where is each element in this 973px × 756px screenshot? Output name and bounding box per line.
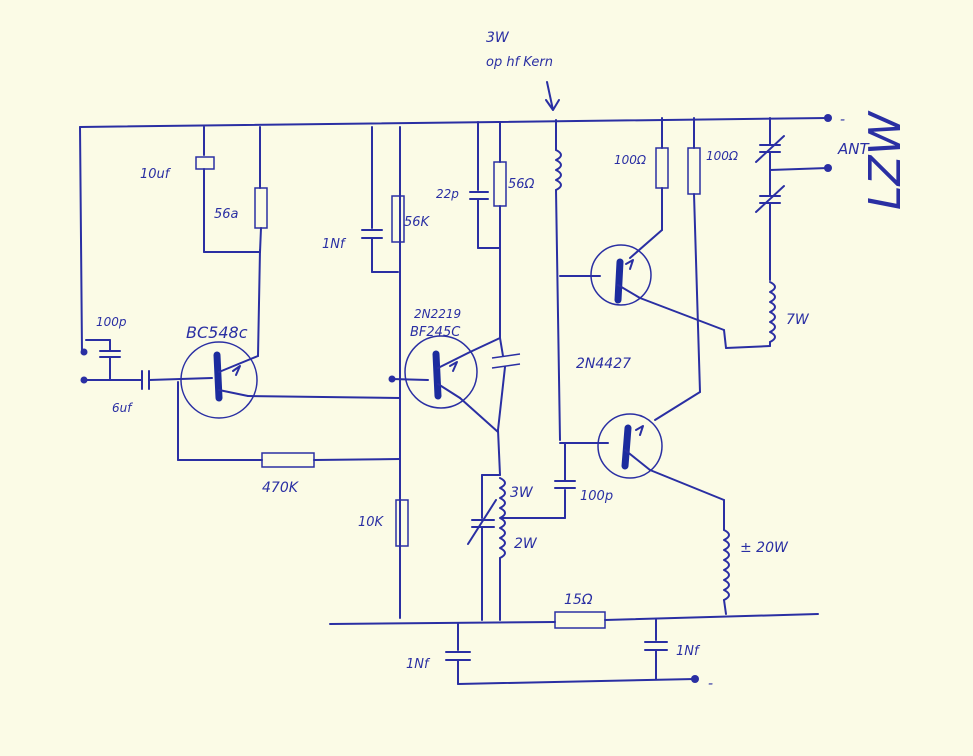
capacitor-1nf-right: [644, 618, 668, 680]
inductor-tuning-coil: [497, 429, 566, 621]
transistor-q2: [404, 335, 478, 409]
label-cap-100p-mid: 100p: [580, 489, 613, 504]
label-coil-20w: ± 20W: [740, 540, 789, 556]
label-antenna: ANT: [837, 140, 870, 158]
label-cap-100p-input: 100p: [96, 315, 127, 329]
transistor-q4: [597, 413, 663, 479]
label-note-power: 3W: [486, 30, 510, 46]
label-cap-1nf-left: 1Nf: [406, 657, 431, 672]
label-cap-1nf-right: 1Nf: [676, 644, 701, 659]
trimmer-antenna-top: [755, 117, 785, 171]
label-transistor-q2-b: BF245C: [410, 325, 461, 340]
label-res-56-q1: 56a: [214, 207, 239, 222]
resistor-56-q1: [254, 126, 268, 253]
resistor-56k: [391, 195, 405, 243]
inductor-7w: [723, 281, 776, 349]
label-transistor-q2-a: 2N2219: [414, 307, 461, 321]
transistor-q3: [590, 244, 652, 306]
capacitor-1nf-left: [445, 622, 471, 685]
capacitor-feedback: [491, 337, 521, 431]
label-res-15: 15Ω: [564, 592, 593, 608]
trimmer-antenna-bottom: [755, 169, 785, 281]
label-res-10k: 10K: [358, 515, 385, 530]
resistor-15: [554, 611, 606, 629]
label-transistor-q3q4: 2N4427: [576, 356, 631, 372]
label-res-100-b: 100Ω: [706, 149, 739, 163]
capacitor-10uf: [195, 126, 261, 253]
inductor-20w: [723, 499, 730, 615]
resistor-10k: [395, 499, 409, 547]
label-coil-7w: 7W: [786, 312, 810, 328]
resistor-100-a: [629, 117, 669, 259]
top-rail: [79, 114, 832, 128]
label-cap-6uf: 6uf: [112, 401, 133, 415]
label-cap-1nf-stage2: 1Nf: [322, 237, 347, 252]
capacitor-100p-mid: [554, 442, 576, 519]
signature-text: LZW: [860, 110, 911, 210]
label-cap-10uf: 10uf: [140, 167, 172, 182]
label-minus-top: -: [840, 112, 845, 128]
input-terminals: [79, 126, 143, 384]
bottom-rail: [457, 675, 699, 685]
resistor-100-b: [654, 117, 701, 421]
capacitor-22p: [469, 191, 501, 249]
label-minus-bottom: -: [708, 676, 713, 692]
label-note-core: op hf Kern: [486, 55, 553, 70]
resistor-56-stage2: [493, 121, 507, 339]
trimmer-capacitor: [467, 474, 501, 621]
transistor-q1: [180, 341, 259, 419]
label-transistor-q1: BC548c: [186, 323, 248, 342]
label-res-56-stage2: 56Ω: [508, 177, 535, 192]
label-res-470k: 470K: [262, 480, 300, 496]
label-coil-2w: 2W: [514, 536, 538, 552]
label-coil-3w: 3W: [510, 485, 534, 501]
resistor-470k: [177, 381, 401, 468]
label-res-100-a: 100Ω: [614, 153, 647, 167]
inductor-rf-choke: [555, 119, 562, 441]
capacitor-1nf-stage2: [361, 229, 399, 273]
label-cap-22p: 22p: [436, 187, 459, 201]
capacitor-100p-input: [85, 339, 121, 381]
ground-rail: [329, 613, 819, 625]
label-res-56k: 56K: [404, 215, 431, 230]
